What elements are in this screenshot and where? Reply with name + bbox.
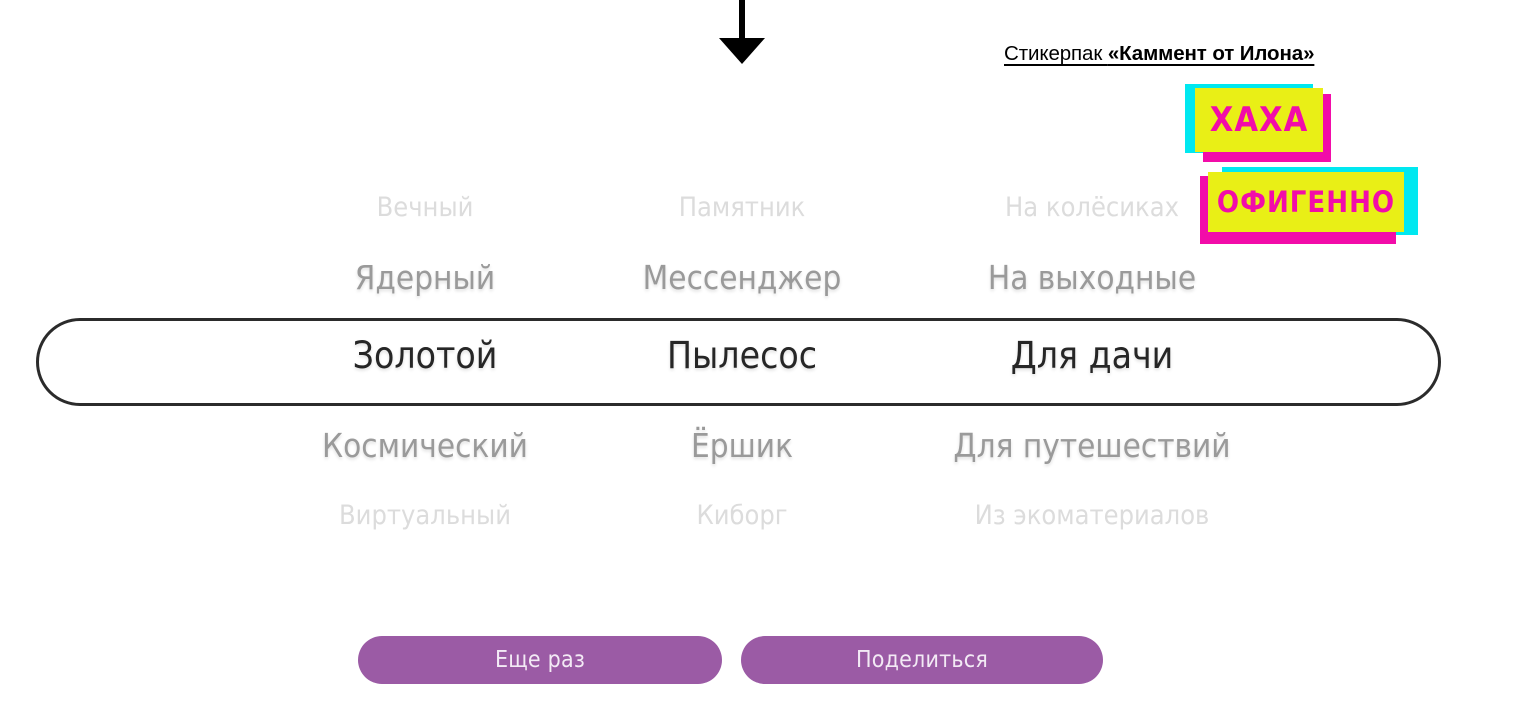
sticker-ofigenno[interactable]: ОФИГЕННО [1200,167,1430,253]
slot-row-near-top[interactable]: Ядерный Мессенджер На выходные [0,242,1515,312]
arrow-down-icon [719,0,765,64]
slot-item-adjective-3[interactable]: Космический [322,425,528,465]
slot-row-far-bottom[interactable]: Виртуальный Киборг Из экоматериалов [0,480,1515,550]
slot-item-object-selected[interactable]: Пылесос [666,333,818,377]
slot-item-usage-4[interactable]: Из экоматериалов [974,499,1210,531]
slot-item-object-3[interactable]: Ёршик [691,425,793,465]
slot-item-adjective-selected[interactable]: Золотой [352,333,498,377]
share-button[interactable]: Поделиться [741,636,1103,684]
stickerpack-promo: Стикерпак «Каммент от Илона» ХАХА ОФИГЕН… [1004,42,1448,244]
try-again-button[interactable]: Еще раз [358,636,722,684]
sticker-ofigenno-body [1208,172,1404,232]
sticker-ofigenno-label: ОФИГЕННО [1216,185,1396,219]
stickerpack-caption: Стикерпак «Каммент от Илона» [1004,42,1314,66]
slot-row-far-top[interactable]: Вечный Памятник На колёсиках [0,172,1515,242]
slot-row-near-bottom[interactable]: Космический Ёршик Для путешествий [0,410,1515,480]
slot-item-adjective-1[interactable]: Ядерный [354,257,496,297]
slot-item-usage-0[interactable]: На колёсиках [1005,191,1179,223]
slot-item-usage-3[interactable]: Для путешествий [953,425,1231,465]
stickerpack-caption-prefix: Стикерпак [1004,42,1108,65]
sticker-haha-label: ХАХА [1209,100,1309,140]
sticker-haha[interactable]: ХАХА [1185,84,1335,168]
slot-item-usage-selected[interactable]: Для дачи [1010,333,1174,377]
slot-item-usage-1[interactable]: На выходные [987,257,1197,297]
stickerpack-caption-title: «Каммент от Илона» [1107,42,1315,65]
sticker-haha-body [1195,88,1323,152]
slot-row-selected[interactable]: Золотой Пылесос Для дачи [0,320,1515,390]
action-bar: Еще раз Поделиться [0,636,1515,686]
slot-item-adjective-4[interactable]: Виртуальный [339,499,511,531]
slot-item-object-4[interactable]: Киборг [696,499,788,531]
slot-item-object-1[interactable]: Мессенджер [642,257,842,297]
slot-item-object-0[interactable]: Памятник [678,191,806,223]
slot-picker[interactable]: Вечный Памятник На колёсиках Ядерный Мес… [0,160,1515,580]
slot-item-adjective-0[interactable]: Вечный [376,191,474,223]
selection-frame [36,318,1441,406]
